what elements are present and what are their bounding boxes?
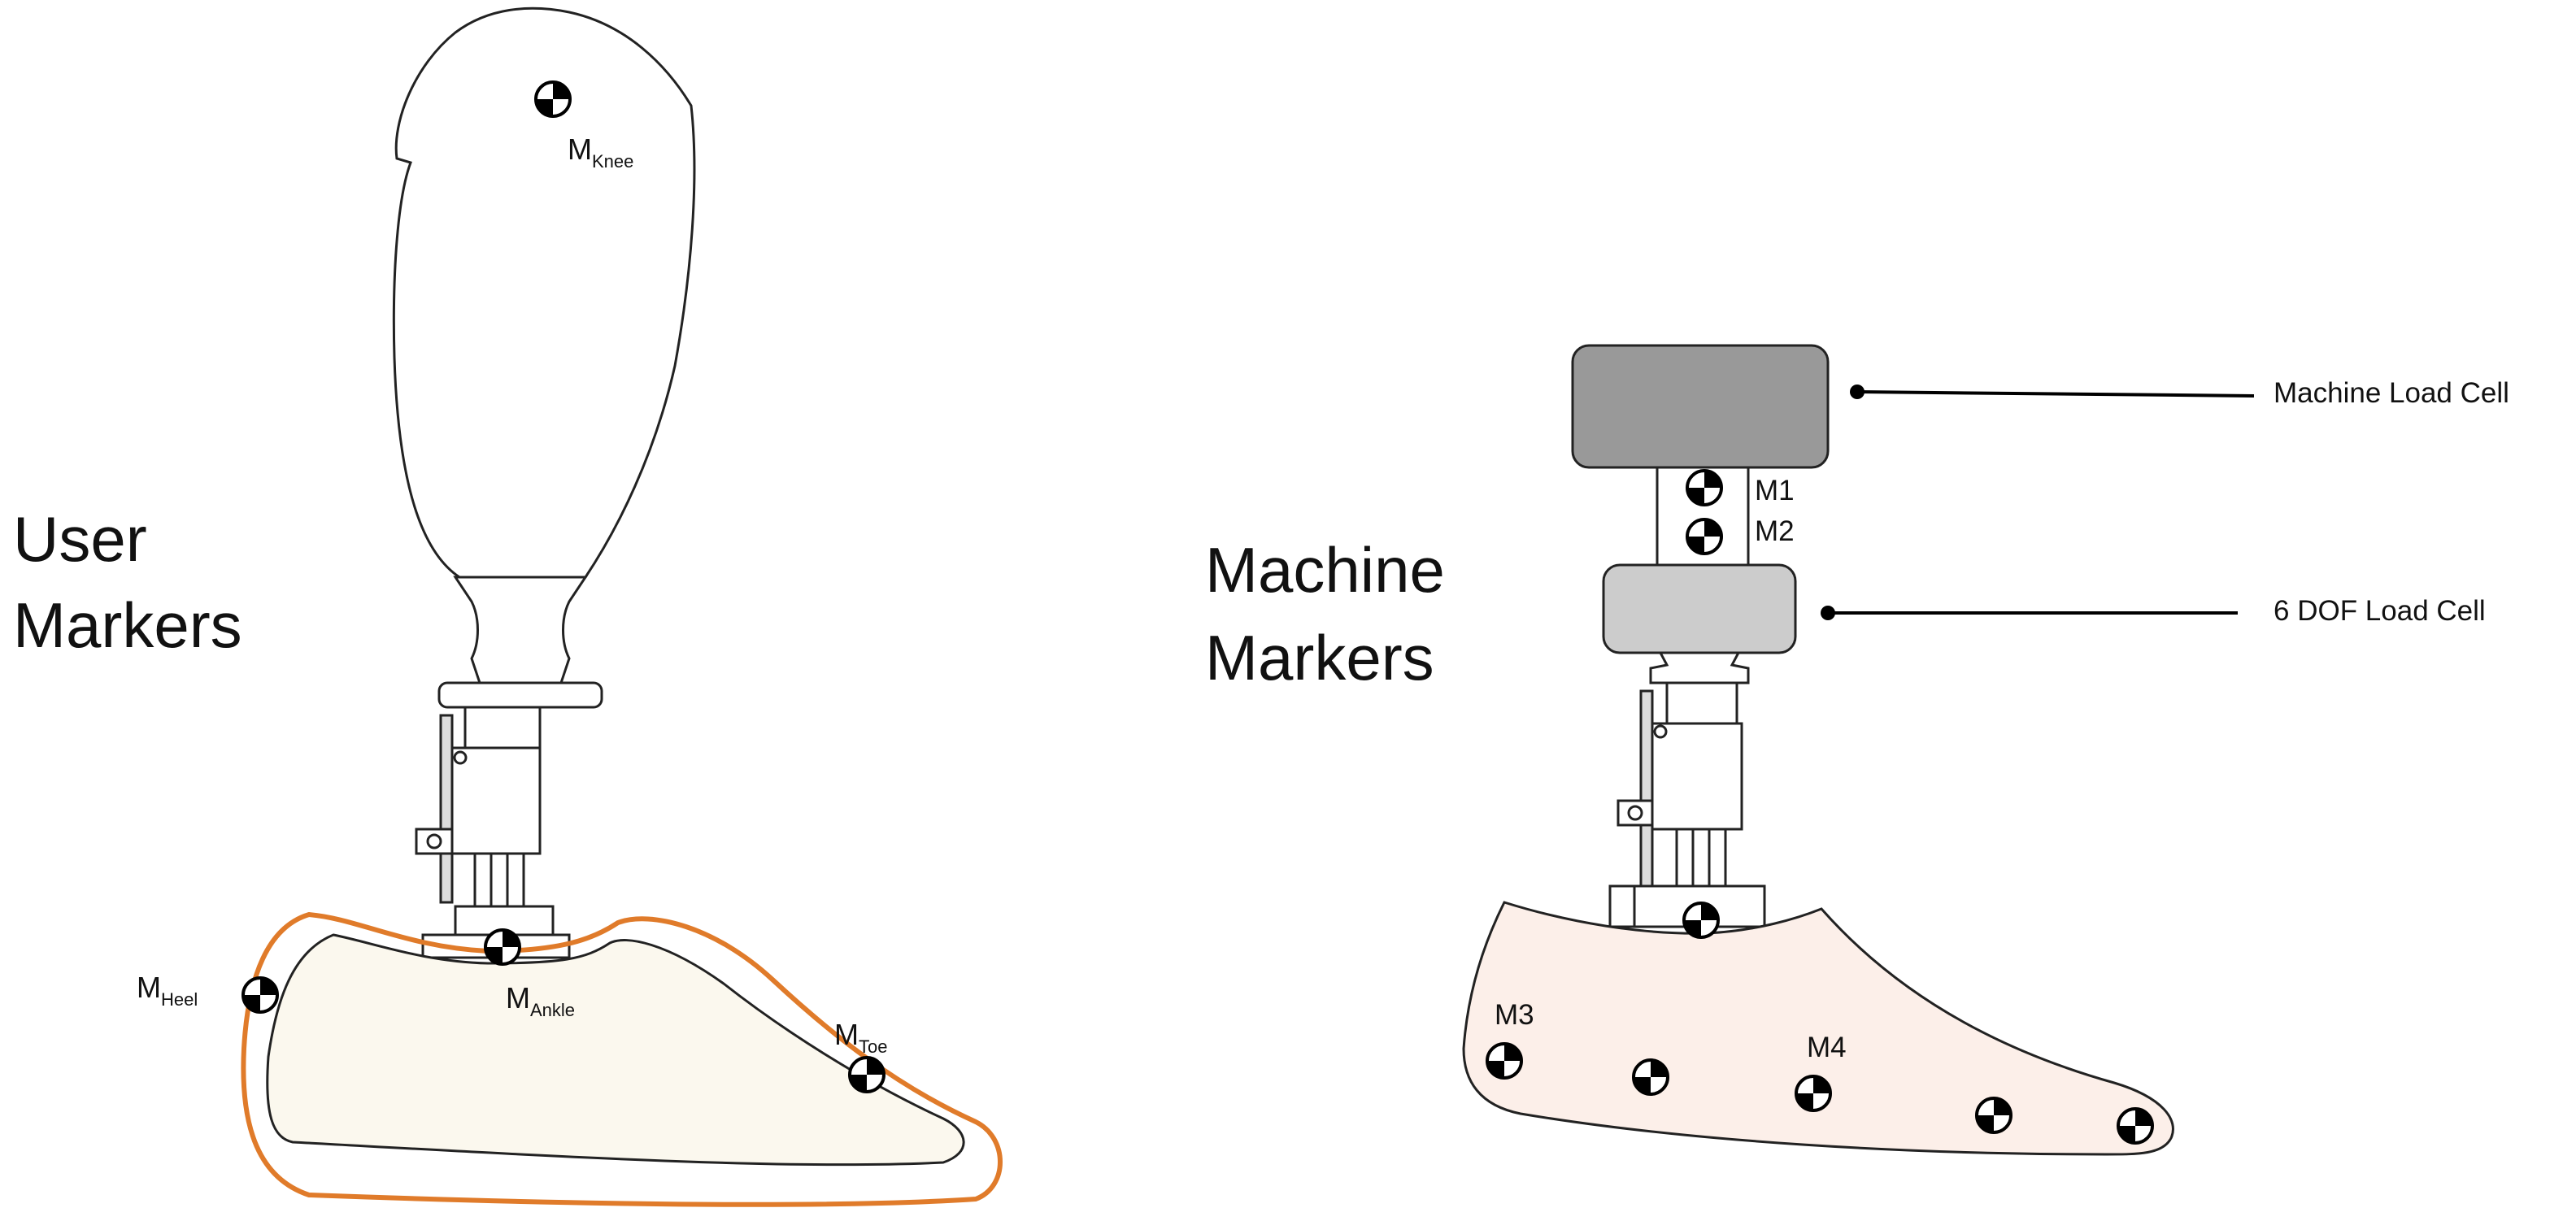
heel-marker-label: MHeel — [137, 971, 198, 1010]
machine-load-cell — [1571, 344, 1830, 469]
user-title-line1: User — [13, 503, 147, 575]
ankle-housing — [450, 746, 542, 855]
m4-label: M4 — [1807, 1032, 1847, 1063]
machine-foot — [1462, 901, 2174, 1156]
ankle-marker — [484, 928, 521, 966]
foot-marker-5 — [2117, 1107, 2154, 1145]
m3-marker — [1486, 1042, 1523, 1080]
toe-marker-label: MToe — [834, 1018, 887, 1057]
ankle-body-upper — [463, 706, 542, 750]
m2-label: M2 — [1755, 515, 1795, 547]
machine-title-line1: Machine — [1205, 534, 1445, 606]
foot-marker-4 — [1975, 1097, 2012, 1134]
toe-marker — [848, 1056, 886, 1093]
user-markers-panel: User Markers MKnee MHeel MAnkle MToe — [13, 7, 1003, 1207]
machine-title-line2: Markers — [1205, 622, 1434, 693]
machine-markers-panel: Machine Markers M1 M2 M3 M4 — [1205, 344, 2509, 1156]
machine-load-cell-callout-line — [1856, 390, 2255, 398]
six-dof-load-cell — [1602, 563, 1797, 654]
ankle-side-bar — [439, 714, 454, 904]
machine-load-cell-label: Machine Load Cell — [2274, 377, 2509, 409]
machine-ankle-side-bar — [1639, 689, 1654, 896]
prosthetic-socket — [392, 7, 696, 579]
knee-marker — [534, 80, 572, 118]
heel-marker — [242, 976, 279, 1014]
foot-inner — [266, 933, 965, 1167]
ankle-shaft — [473, 852, 525, 912]
ankle-marker-label: MAnkle — [506, 981, 575, 1020]
machine-adapter — [1649, 651, 1750, 684]
m4-marker — [1795, 1075, 1832, 1112]
foot-shell-outline — [241, 911, 1003, 1207]
user-title-line2: Markers — [13, 589, 242, 661]
knee-marker-label: MKnee — [568, 133, 633, 172]
m1-marker — [1686, 469, 1723, 506]
adapter-plate — [437, 681, 603, 709]
m2-marker — [1686, 518, 1723, 555]
machine-ankle-housing — [1651, 722, 1743, 831]
ankle-machine-marker — [1682, 902, 1720, 939]
m1-label: M1 — [1755, 475, 1795, 506]
m3-label: M3 — [1495, 999, 1534, 1031]
six-dof-load-cell-label: 6 DOF Load Cell — [2274, 595, 2486, 627]
foot-marker-2 — [1632, 1058, 1669, 1096]
